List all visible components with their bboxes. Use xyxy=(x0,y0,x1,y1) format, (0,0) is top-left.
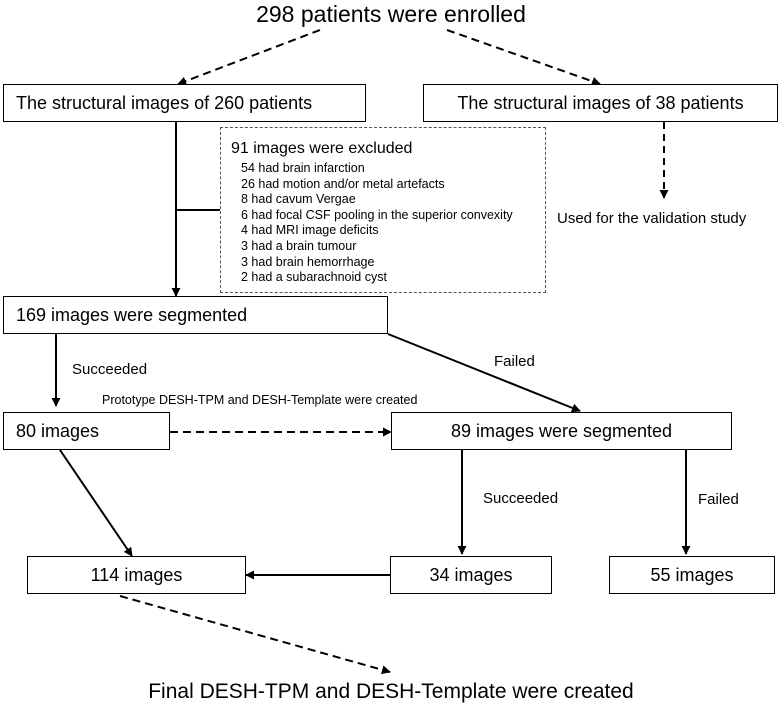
excluded-item: 26 had motion and/or metal artefacts xyxy=(241,176,445,191)
excluded-item: 3 had a brain tumour xyxy=(241,238,357,253)
box-89-segmented: 89 images were segmented xyxy=(391,412,732,450)
box-169-label: 169 images were segmented xyxy=(16,304,248,325)
excluded-item: 3 had brain hemorrhage xyxy=(241,254,375,269)
excluded-title: 91 images were excluded xyxy=(231,140,413,157)
box-55-label: 55 images xyxy=(650,564,734,585)
failed-label-1: Failed xyxy=(494,353,535,370)
box-114-images: 114 images xyxy=(27,556,246,594)
prototype-label: Prototype DESH-TPM and DESH-Template wer… xyxy=(102,393,418,407)
succeeded-label-2: Succeeded xyxy=(483,490,559,507)
succeeded-label-1: Succeeded xyxy=(72,361,148,378)
excluded-item: 54 had brain infarction xyxy=(241,161,365,175)
excluded-box: 91 images were excluded 54 had brain inf… xyxy=(220,127,546,293)
box-89-label: 89 images were segmented xyxy=(450,420,673,441)
arrow-169-to-89 xyxy=(387,333,581,413)
box-38-patients: The structural images of 38 patients xyxy=(423,84,778,122)
box-114-label: 114 images xyxy=(90,564,183,585)
arrow-80-to-114 xyxy=(59,449,133,557)
excluded-list: 54 had brain infarction 26 had motion an… xyxy=(241,161,513,286)
excluded-item: 2 had a subarachnoid cyst xyxy=(241,270,387,285)
final-title: Final DESH-TPM and DESH-Template were cr… xyxy=(148,680,634,703)
box-38-label: The structural images of 38 patients xyxy=(457,92,744,113)
excluded-item: 6 had focal CSF pooling in the superior … xyxy=(241,207,513,222)
box-80-label: 80 images xyxy=(16,420,100,441)
arrow-enrolled-to-38 xyxy=(446,29,601,86)
box-55-images: 55 images xyxy=(609,556,775,594)
enrolled-title: 298 patients were enrolled xyxy=(256,1,526,27)
box-260-label: The structural images of 260 patients xyxy=(16,92,313,113)
box-80-images: 80 images xyxy=(3,412,170,450)
excluded-item: 8 had cavum Vergae xyxy=(241,192,356,207)
validation-label: Used for the validation study xyxy=(557,210,747,227)
box-169-segmented: 169 images were segmented xyxy=(3,296,388,334)
failed-label-2: Failed xyxy=(698,491,739,508)
excluded-item: 4 had MRI image deficits xyxy=(241,223,379,238)
box-260-patients: The structural images of 260 patients xyxy=(3,84,366,122)
box-34-label: 34 images xyxy=(429,564,513,585)
arrow-enrolled-to-260 xyxy=(177,29,321,86)
box-34-images: 34 images xyxy=(390,556,552,594)
arrow-114-to-final xyxy=(119,595,391,675)
